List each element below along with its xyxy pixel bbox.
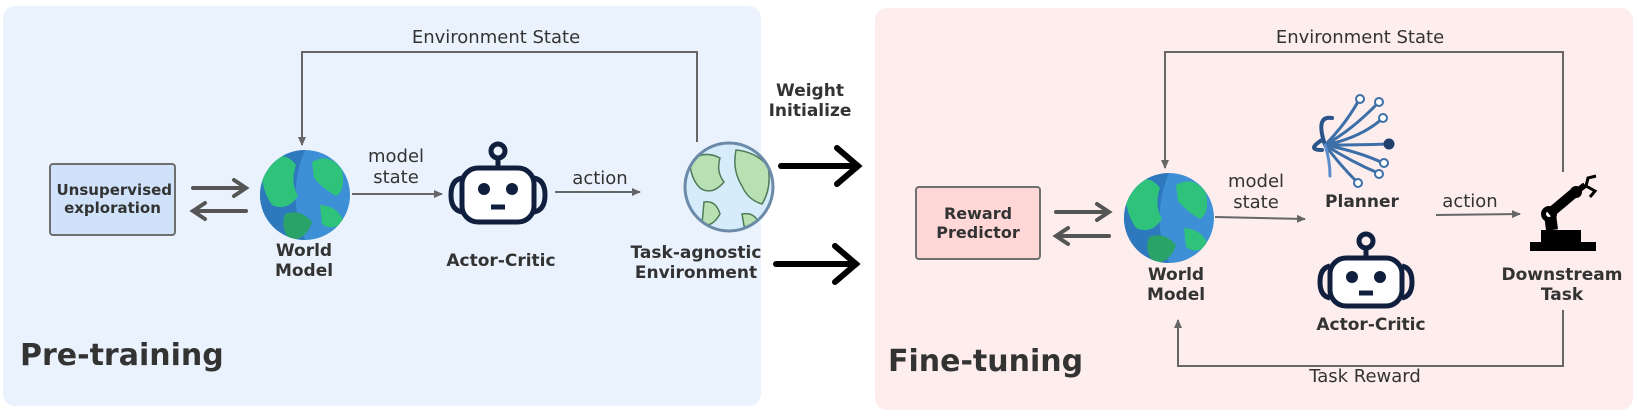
unsupervised-exploration-box: Unsupervised exploration [49,163,176,236]
model-state-label-pre: model state [367,146,425,188]
bidirectional-arrows-pre [189,178,250,221]
world-model-label-fine: World Model [1146,265,1206,305]
actor-critic-label-pre: Actor-Critic [446,251,556,271]
robot-icon [448,141,548,225]
globe-icon [683,141,775,233]
planner-label: Planner [1325,192,1399,212]
task-reward-arrow [1174,310,1564,367]
downstream-task-label: Downstream Task [1501,265,1623,305]
finetuning-title: Fine-tuning [888,344,1084,379]
action-label-pre: action [572,168,628,189]
robot-icon [1317,231,1415,309]
action-label-fine: action [1442,191,1498,212]
robotic-arm-icon [1530,174,1598,251]
globe-icon [1124,173,1214,263]
pretraining-title: Pre-training [20,338,224,373]
planner-icon [1312,94,1395,188]
reward-predictor-box: Reward Predictor [915,186,1041,260]
unsupervised-exploration-label: Unsupervised exploration [56,181,173,217]
action-arrow-fine [1435,210,1521,219]
env-state-feedback-arrow-pre [298,51,698,146]
model-state-label-fine: model state [1227,171,1285,213]
weight-initialize-label: Weight Initialize [768,81,852,121]
world-model-label-pre: World Model [274,241,334,281]
actor-critic-label-fine: Actor-Critic [1316,315,1426,335]
task-reward-label: Task Reward [1309,366,1421,387]
globe-icon [260,150,350,240]
bidirectional-arrows-fine [1052,202,1113,246]
env-state-label-pre: Environment State [411,27,581,48]
env-state-label-fine: Environment State [1275,27,1445,48]
env-state-feedback-arrow-fine [1161,51,1564,172]
task-agnostic-environment-label: Task-agnostic Environment [630,243,762,283]
model-state-arrow-fine [1214,214,1306,223]
transfer-arrow-upper [778,145,863,187]
reward-predictor-label: Reward Predictor [936,203,1020,242]
transfer-arrow-lower [773,243,861,285]
